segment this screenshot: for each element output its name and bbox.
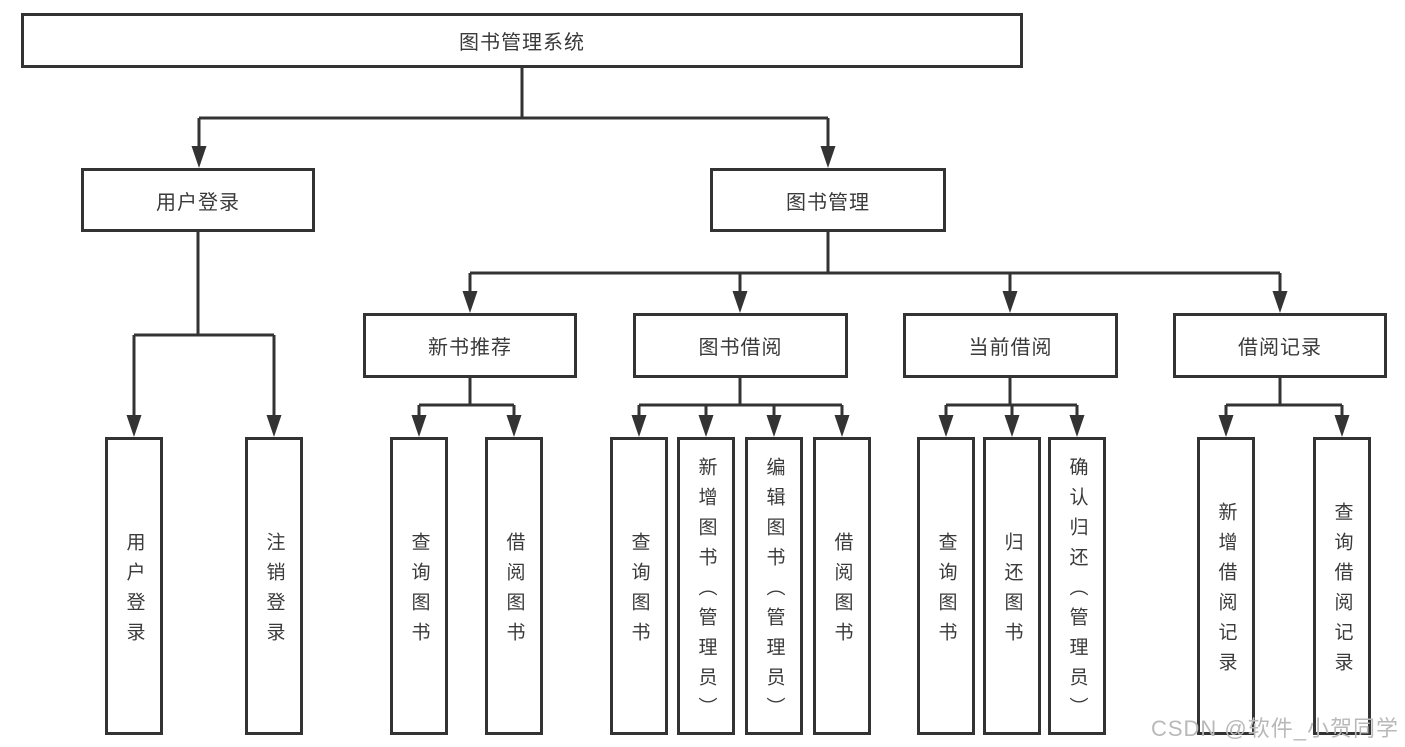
node-book-borrowing: 图书借阅: [633, 313, 848, 378]
leaf-add-books-admin: 新增图书（管理员）: [677, 437, 735, 735]
leaf-borrow-books-recommend: 借阅图书: [485, 437, 543, 735]
leaf-query-books-borrowing: 查询图书: [610, 437, 668, 735]
node-library-management-system: 图书管理系统: [21, 13, 1023, 68]
leaf-borrow-books: 借阅图书: [813, 437, 871, 735]
leaf-query-books-current: 查询图书: [917, 437, 975, 735]
leaf-query-borrow-record: 查询借阅记录: [1313, 437, 1371, 735]
arrowhead-icons: [126, 146, 1350, 437]
node-book-management: 图书管理: [710, 168, 946, 232]
csdn-watermark: CSDN @软件_小贺同学: [1150, 716, 1399, 741]
node-new-book-recommend: 新书推荐: [363, 313, 577, 378]
node-user-login: 用户登录: [81, 168, 315, 232]
node-borrowing-records: 借阅记录: [1173, 313, 1387, 378]
leaf-logout: 注销登录: [245, 437, 303, 735]
leaf-return-books: 归还图书: [983, 437, 1041, 735]
leaf-edit-books-admin: 编辑图书（管理员）: [745, 437, 803, 735]
node-current-borrowing: 当前借阅: [903, 313, 1118, 378]
leaf-confirm-return-admin: 确认归还（管理员）: [1048, 437, 1106, 735]
leaf-query-books-recommend: 查询图书: [390, 437, 448, 735]
leaf-add-borrow-record: 新增借阅记录: [1197, 437, 1255, 735]
leaf-user-login: 用户登录: [105, 437, 163, 735]
